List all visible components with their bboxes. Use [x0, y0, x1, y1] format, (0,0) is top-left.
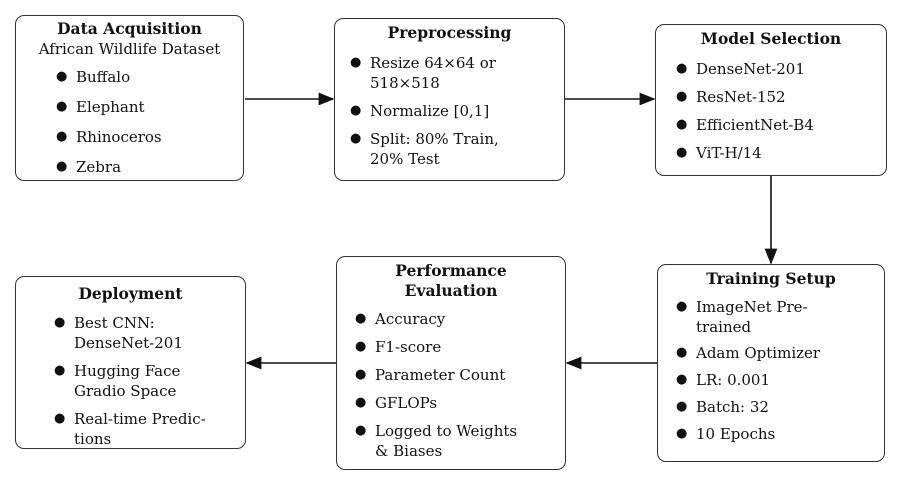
list-item: ●10 Epochs [676, 425, 776, 443]
list-item: ●ViT-H/14 [676, 144, 762, 162]
list-item: ●EfficientNet-B4 [676, 116, 814, 134]
model-selection-list: ●DenseNet-201 ●ResNet-152 ●EfficientNet-… [676, 59, 886, 163]
performance-evaluation-list: ●Accuracy ●F1-score ●Parameter Count ●GF… [355, 309, 565, 461]
list-item: ●F1-score [355, 338, 442, 356]
deployment-box: Deployment ●Best CNN:DenseNet-201 ●Huggi… [15, 276, 246, 449]
list-item: ●Normalize [0,1] [350, 102, 490, 120]
model-selection-title: Model Selection [700, 29, 842, 48]
data-acquisition-title: Data Acquisition [57, 19, 202, 38]
list-item: ●Accuracy [355, 310, 446, 328]
list-item: ●Rhinoceros [56, 128, 162, 146]
performance-evaluation-box: Performance Evaluation ●Accuracy ●F1-sco… [336, 256, 566, 470]
list-item: ●ImageNet Pre-trained [676, 298, 808, 336]
training-setup-box: Training Setup ●ImageNet Pre-trained ●Ad… [657, 264, 885, 462]
training-setup-list: ●ImageNet Pre-trained ●Adam Optimizer ●L… [676, 297, 884, 444]
data-acquisition-box: Data Acquisition African Wildlife Datase… [15, 15, 244, 181]
data-acquisition-subtitle: African Wildlife Dataset [38, 40, 221, 58]
data-acquisition-list: ●Buffalo ●Elephant ●Rhinoceros ●Zebra [56, 67, 243, 177]
list-item: ●Elephant [56, 98, 145, 116]
list-item: ●Best CNN:DenseNet-201 [54, 314, 183, 352]
performance-evaluation-title: Performance Evaluation [395, 261, 507, 300]
list-item: ●Parameter Count [355, 366, 506, 384]
training-setup-title: Training Setup [706, 269, 836, 288]
list-item: ●DenseNet-201 [676, 60, 805, 78]
preprocessing-title: Preprocessing [387, 23, 512, 42]
list-item: ●Real-time Predic-tions [54, 410, 206, 448]
list-item: ●Adam Optimizer [676, 344, 821, 362]
list-item: ●Logged to Weights& Biases [355, 422, 518, 460]
list-item: ●GFLOPs [355, 394, 438, 412]
list-item: ●Zebra [56, 158, 122, 176]
list-item: ●LR: 0.001 [676, 371, 771, 389]
deployment-title: Deployment [78, 284, 183, 303]
model-selection-box: Model Selection ●DenseNet-201 ●ResNet-15… [655, 24, 887, 176]
list-item: ●Batch: 32 [676, 398, 769, 416]
list-item: ●ResNet-152 [676, 88, 786, 106]
list-item: ●Split: 80% Train,20% Test [350, 130, 499, 168]
list-item: ●Buffalo [56, 68, 131, 86]
